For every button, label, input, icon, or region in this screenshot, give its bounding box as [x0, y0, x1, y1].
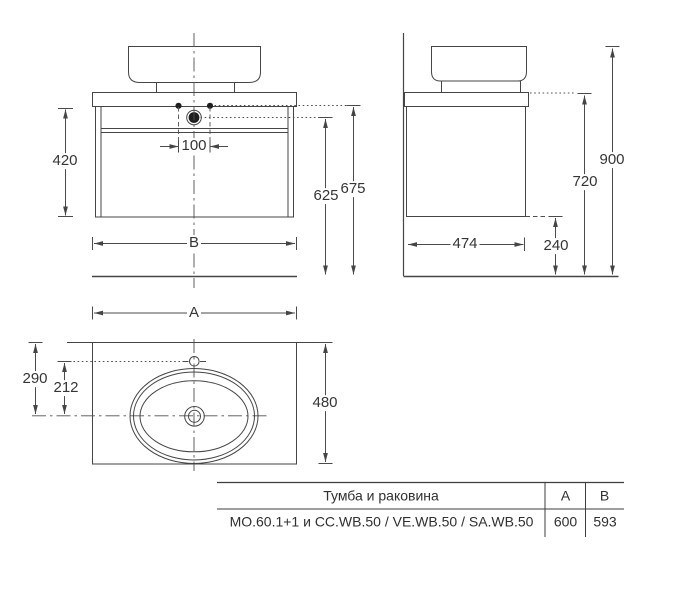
cabinet-front: [95, 106, 294, 218]
dim-label-480: 480: [310, 394, 340, 412]
washbasin-base-side: [441, 80, 521, 93]
mount-hole-right: [206, 102, 214, 109]
table-header-product: Тумба и раковина: [323, 487, 439, 504]
dim-label-420: 420: [50, 152, 80, 170]
washbasin-base-front: [156, 82, 235, 93]
table-cell-b: 593: [593, 513, 617, 530]
front-view: [58, 33, 361, 288]
table-cell-product: MO.60.1+1 и CC.WB.50 / VE.WB.50 / SA.WB.…: [229, 513, 534, 530]
cabinet-side: [406, 106, 526, 217]
table-cell-a: 600: [553, 513, 578, 530]
dim-label-A: A: [186, 304, 202, 322]
dim-label-290: 290: [20, 370, 50, 388]
basin-oval-outer: [129, 368, 259, 464]
faucet-hole: [189, 356, 200, 367]
table-header-a: A: [560, 487, 571, 504]
dim-label-100: 100: [179, 137, 209, 155]
mount-hole-left: [175, 102, 182, 109]
drain-circle-inner: [188, 409, 201, 423]
washbasin-front: [128, 46, 261, 83]
dim-label-474: 474: [450, 235, 480, 253]
dim-label-240: 240: [541, 237, 571, 255]
washbasin-side: [431, 46, 527, 82]
dim-label-B: B: [186, 234, 202, 252]
countertop-front: [92, 92, 297, 107]
dim-label-900: 900: [597, 151, 627, 169]
dim-label-625: 625: [311, 187, 341, 205]
table-header-b: B: [599, 487, 610, 504]
dim-label-720: 720: [570, 173, 600, 191]
countertop-top: [92, 342, 297, 465]
side-view: [402, 33, 620, 278]
dim-label-212: 212: [51, 379, 81, 397]
dim-label-675: 675: [338, 180, 368, 198]
drain-circle-outer: [184, 406, 205, 427]
countertop-side: [404, 92, 529, 107]
size-table-rules: [217, 481, 624, 537]
basin-oval-inner: [139, 380, 249, 453]
